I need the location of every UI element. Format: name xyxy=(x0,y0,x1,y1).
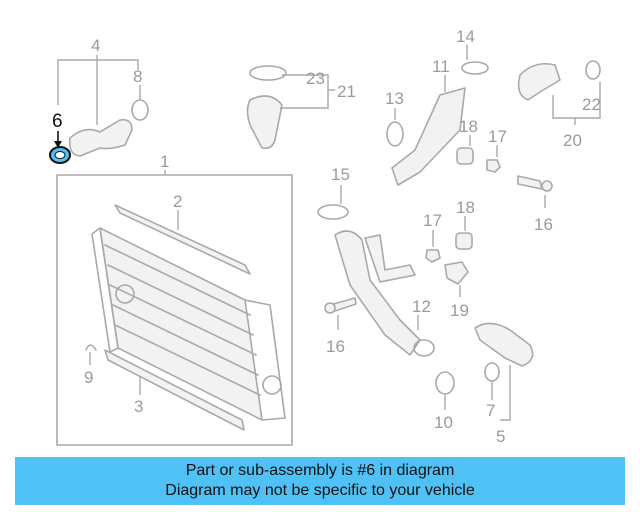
callout-8: 8 xyxy=(133,67,142,86)
elbow-20 xyxy=(517,62,561,101)
callout-7: 7 xyxy=(486,401,495,420)
clamp-14 xyxy=(461,61,489,75)
intercooler-frame xyxy=(56,174,293,446)
callout-21: 21 xyxy=(337,82,356,101)
intercooler-core xyxy=(91,227,286,421)
seal-13 xyxy=(386,121,404,147)
nut-17a xyxy=(486,159,501,173)
callout-3: 3 xyxy=(134,397,143,416)
callout-18-lower: 18 xyxy=(456,198,475,217)
seal-strip-2 xyxy=(114,204,251,275)
info-banner: Part or sub-assembly is #6 in diagram Di… xyxy=(15,457,625,505)
callout-11: 11 xyxy=(432,57,450,76)
seal-10 xyxy=(435,371,455,395)
callout-1: 1 xyxy=(160,152,169,171)
callout-4: 4 xyxy=(91,36,100,55)
clamp-15 xyxy=(317,204,349,220)
callout-23: 23 xyxy=(306,69,325,88)
banner-line-2: Diagram may not be specific to your vehi… xyxy=(165,482,475,499)
callout-12: 12 xyxy=(412,297,431,316)
callout-15: 15 xyxy=(331,165,350,184)
seal-8 xyxy=(131,99,149,121)
clip-9 xyxy=(85,344,97,351)
banner-line-1: Part or sub-assembly is #6 in diagram xyxy=(185,462,455,479)
callout-22: 22 xyxy=(582,95,601,114)
callout-14: 14 xyxy=(456,27,475,46)
hose-21 xyxy=(246,95,283,150)
callout-16-middle: 16 xyxy=(326,337,345,356)
seal-22 xyxy=(585,60,601,80)
callout-20: 20 xyxy=(563,131,582,150)
callout-10: 10 xyxy=(434,413,453,432)
seal-strip-3 xyxy=(104,349,245,431)
callout-5: 5 xyxy=(496,427,505,446)
callout-17-upper: 17 xyxy=(488,127,507,146)
hose-4 xyxy=(68,118,133,157)
callout-19: 19 xyxy=(450,301,469,320)
callout-6-highlighted: 6 xyxy=(52,111,63,132)
hose-5 xyxy=(474,322,534,367)
callout-9: 9 xyxy=(84,368,93,387)
pipe-12 xyxy=(334,230,421,356)
bushing-18b xyxy=(455,232,473,250)
seal-7 xyxy=(484,362,500,382)
bracket-19 xyxy=(444,261,469,285)
bushing-18a xyxy=(456,147,474,165)
bolt-16a xyxy=(517,175,543,190)
callout-16-right: 16 xyxy=(534,215,553,234)
callout-18-upper: 18 xyxy=(459,117,478,136)
callout-17-lower: 17 xyxy=(423,211,442,230)
callout-13: 13 xyxy=(385,89,404,108)
pipe-11 xyxy=(391,87,466,186)
clamp-23 xyxy=(249,65,287,81)
nut-17b xyxy=(425,249,441,263)
callout-2: 2 xyxy=(173,192,182,211)
